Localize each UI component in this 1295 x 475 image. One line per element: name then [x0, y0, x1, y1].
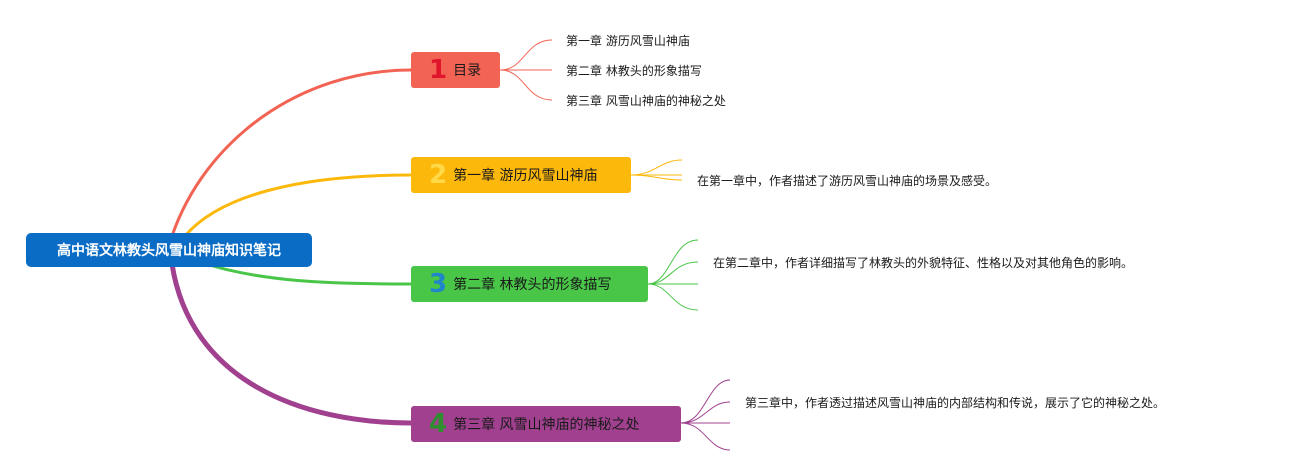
branch-label-2: 第一章 游历风雪山神庙	[453, 168, 598, 184]
branch-node-chapter-1[interactable]: 2 第一章 游历风雪山神庙	[411, 157, 631, 193]
branch-number-1: 1	[429, 55, 448, 85]
leaf-toc-chapter-1[interactable]: 第一章 游历风雪山神庙	[566, 34, 690, 48]
connector-root-branch-4	[169, 263, 412, 426]
connector-b4-fan-1	[680, 379, 731, 424]
connector-b2-fan-3	[630, 174, 683, 181]
branch-label-3: 第二章 林教头的形象描写	[453, 277, 612, 293]
leaf-chapter-3-summary[interactable]: 第三章中，作者透过描述风雪山神庙的内部结构和传说，展示了它的神秘之处。	[745, 396, 1166, 410]
connector-b1-leaf-1	[499, 39, 553, 71]
connector-b3-fan-2	[647, 261, 699, 285]
leaf-toc-chapter-2[interactable]: 第二章 林教头的形象描写	[566, 64, 702, 78]
branch-number-4: 4	[429, 409, 448, 439]
branch-label-4: 第三章 风雪山神庙的神秘之处	[453, 417, 640, 433]
connector-root-branch-2	[183, 173, 412, 237]
connector-b3-fan-4	[647, 283, 699, 311]
branch-node-chapter-2[interactable]: 3 第二章 林教头的形象描写	[411, 266, 648, 302]
connector-root-branch-3	[199, 260, 412, 286]
leaf-chapter-1-summary[interactable]: 在第一章中，作者描述了游历风雪山神庙的场景及感受。	[697, 174, 998, 188]
branch-label-1: 目录	[453, 63, 482, 79]
leaf-chapter-2-summary[interactable]: 在第二章中，作者详细描写了林教头的外貌特征、性格以及对其他角色的影响。	[713, 256, 1134, 270]
root-node[interactable]: 高中语文林教头风雪山神庙知识笔记	[26, 233, 312, 267]
connector-b1-leaf-3	[499, 69, 553, 101]
connector-b4-fan-4	[680, 422, 731, 451]
connector-b4-fan-2	[680, 401, 731, 424]
connector-b2-fan-1	[630, 159, 683, 176]
branch-node-chapter-3[interactable]: 4 第三章 风雪山神庙的神秘之处	[411, 406, 681, 442]
branch-number-3: 3	[429, 269, 448, 299]
connector-root-branch-1	[170, 68, 412, 237]
connector-b3-fan-1	[647, 239, 699, 285]
branch-number-2: 2	[429, 160, 448, 190]
branch-node-toc[interactable]: 1 目录	[411, 52, 500, 88]
leaf-toc-chapter-3[interactable]: 第三章 风雪山神庙的神秘之处	[566, 94, 726, 108]
